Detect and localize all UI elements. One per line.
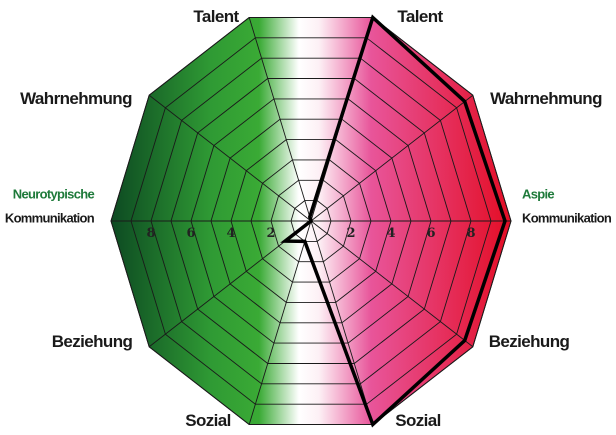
tick-label: 4 (226, 226, 235, 241)
group-label-aspie: Aspie (522, 186, 555, 202)
tick-label: 8 (466, 226, 475, 241)
grid-spoke (310, 220, 474, 348)
axis-label-beziehung-left: Beziehung (51, 332, 133, 351)
tick-label: 2 (346, 226, 355, 241)
axis-label-talent-right: Talent (397, 7, 443, 26)
group-label-neurotypische: Neurotypische (12, 186, 95, 202)
tick-label: 8 (146, 226, 155, 241)
axis-label-kommunikation-right: Kommunikation (522, 210, 612, 226)
axis-label-wahrnehmung-right: Wahrnehmung (490, 89, 602, 108)
tick-label: 4 (386, 226, 395, 241)
axis-label-beziehung-right: Beziehung (488, 332, 570, 351)
axis-label-kommunikation-left: Kommunikation (4, 210, 95, 226)
axis-label-sozial-left: Sozial (185, 411, 231, 430)
axis-label-sozial-right: Sozial (395, 411, 441, 430)
axis-label-talent-left: Talent (193, 7, 239, 26)
data-series-line (280, 14, 507, 428)
tick-label: 6 (186, 226, 195, 241)
tick-label: 2 (266, 226, 275, 241)
grid-spoke (248, 17, 312, 222)
axis-label-wahrnehmung-left: Wahrnehmung (20, 89, 132, 108)
tick-label: 6 (426, 226, 435, 241)
grid-spoke (148, 94, 312, 222)
grid-spoke (248, 220, 312, 425)
grid-spoke (310, 94, 474, 222)
grid-spoke (310, 220, 374, 425)
